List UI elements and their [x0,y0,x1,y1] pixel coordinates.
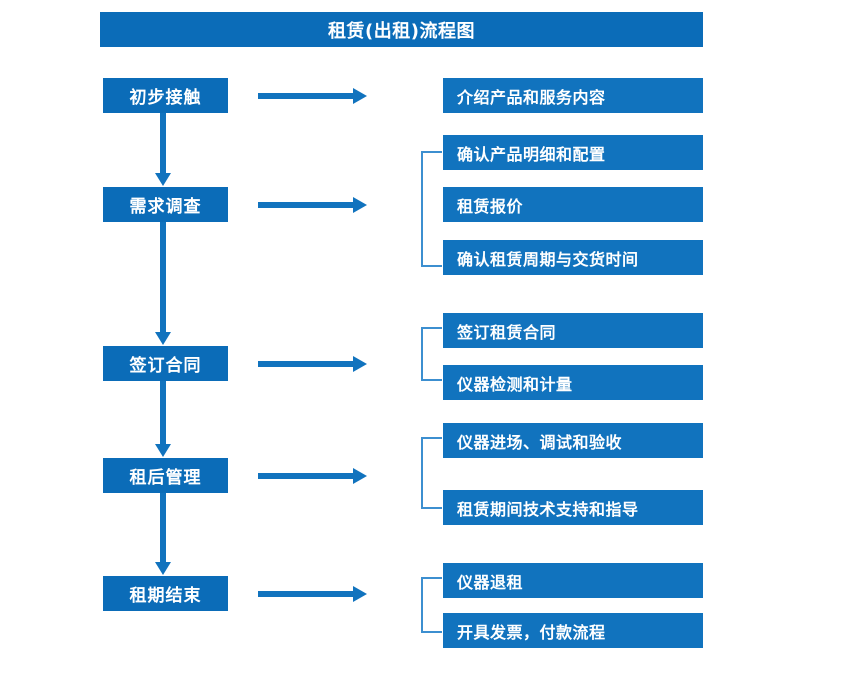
detail-box-1[interactable]: 介绍产品和服务内容 [443,78,703,113]
down-arrow-3 [152,381,174,458]
stage-box-4[interactable]: 租后管理 [103,458,228,493]
stage-box-5[interactable]: 租期结束 [103,576,228,611]
detail-box-9[interactable]: 仪器退租 [443,563,703,598]
down-arrow-1 [152,113,174,187]
down-arrow-4 [152,493,174,576]
right-arrow-3 [258,353,368,375]
right-arrow-4 [258,465,368,487]
group-bracket-1 [418,150,444,268]
detail-box-10[interactable]: 开具发票，付款流程 [443,613,703,648]
stage-box-3[interactable]: 签订合同 [103,346,228,381]
detail-box-8[interactable]: 租赁期间技术支持和指导 [443,490,703,525]
group-bracket-3 [418,436,444,510]
right-arrow-1 [258,85,368,107]
right-arrow-5 [258,583,368,605]
stage-box-1[interactable]: 初步接触 [103,78,228,113]
right-arrow-2 [258,194,368,216]
detail-box-6[interactable]: 仪器检测和计量 [443,365,703,400]
flowchart-title: 租赁(出租)流程图 [100,12,703,47]
detail-box-4[interactable]: 确认租赁周期与交货时间 [443,240,703,275]
down-arrow-2 [152,222,174,346]
detail-box-2[interactable]: 确认产品明细和配置 [443,135,703,170]
group-bracket-4 [418,576,444,634]
detail-box-5[interactable]: 签订租赁合同 [443,313,703,348]
stage-box-2[interactable]: 需求调查 [103,187,228,222]
group-bracket-2 [418,326,444,382]
detail-box-3[interactable]: 租赁报价 [443,187,703,222]
detail-box-7[interactable]: 仪器进场、调试和验收 [443,423,703,458]
